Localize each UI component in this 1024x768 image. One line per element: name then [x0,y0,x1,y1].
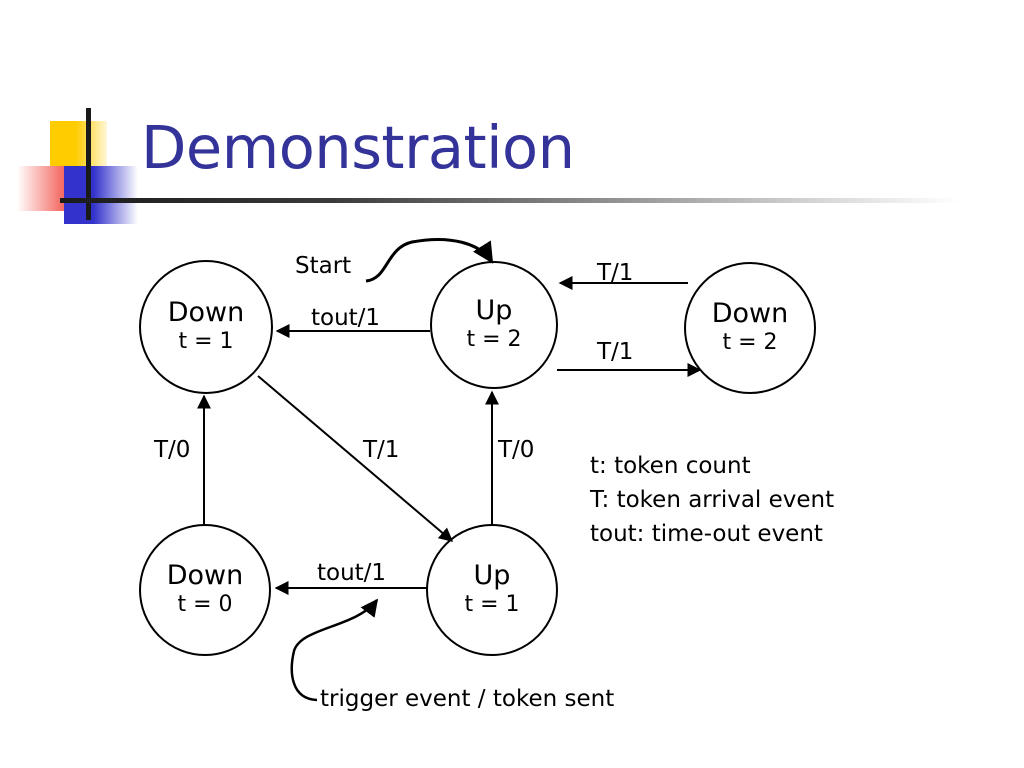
title-underline-rule [60,198,960,203]
edge-label-up-t2-to-down-t1: tout/1 [311,305,381,331]
node-up-t1-circle[interactable] [426,524,558,656]
edge-down-t1-to-up-t1[interactable] [257,375,454,542]
legend: t: token count T: token arrival event to… [590,449,834,551]
legend-line-timeout: tout: time-out event [590,521,823,547]
node-up-t2-circle[interactable] [430,261,558,389]
edge-label-up-t1-to-up-t2: T/0 [498,437,535,463]
edge-label-up-t2-to-down-t2: T/1 [597,339,634,365]
slide-header: Demonstration [0,0,1024,224]
edge-label-start: Start [295,253,352,279]
decoration-blue-square [64,166,138,224]
annotation-leader-curve [290,598,379,702]
edge-label-down-t2-to-up-t2: T/1 [597,260,634,286]
annotation-caption: trigger event / token sent [320,686,615,712]
legend-line-token-arrival: T: token arrival event [590,487,835,513]
decoration-vertical-rule [86,108,91,220]
edge-label-up-t1-to-down-t0: tout/1 [317,560,387,586]
node-down-t0-circle[interactable] [139,524,271,656]
node-down-t1-circle[interactable] [139,260,273,394]
edge-label-down-t0-to-down-t1: T/0 [154,437,191,463]
edge-label-down-t1-to-up-t1: T/1 [363,437,400,463]
page-title: Demonstration [141,113,575,182]
node-down-t2-circle[interactable] [684,262,816,394]
edge-start-arrow[interactable] [365,238,494,283]
legend-line-token-count: t: token count [590,453,751,479]
